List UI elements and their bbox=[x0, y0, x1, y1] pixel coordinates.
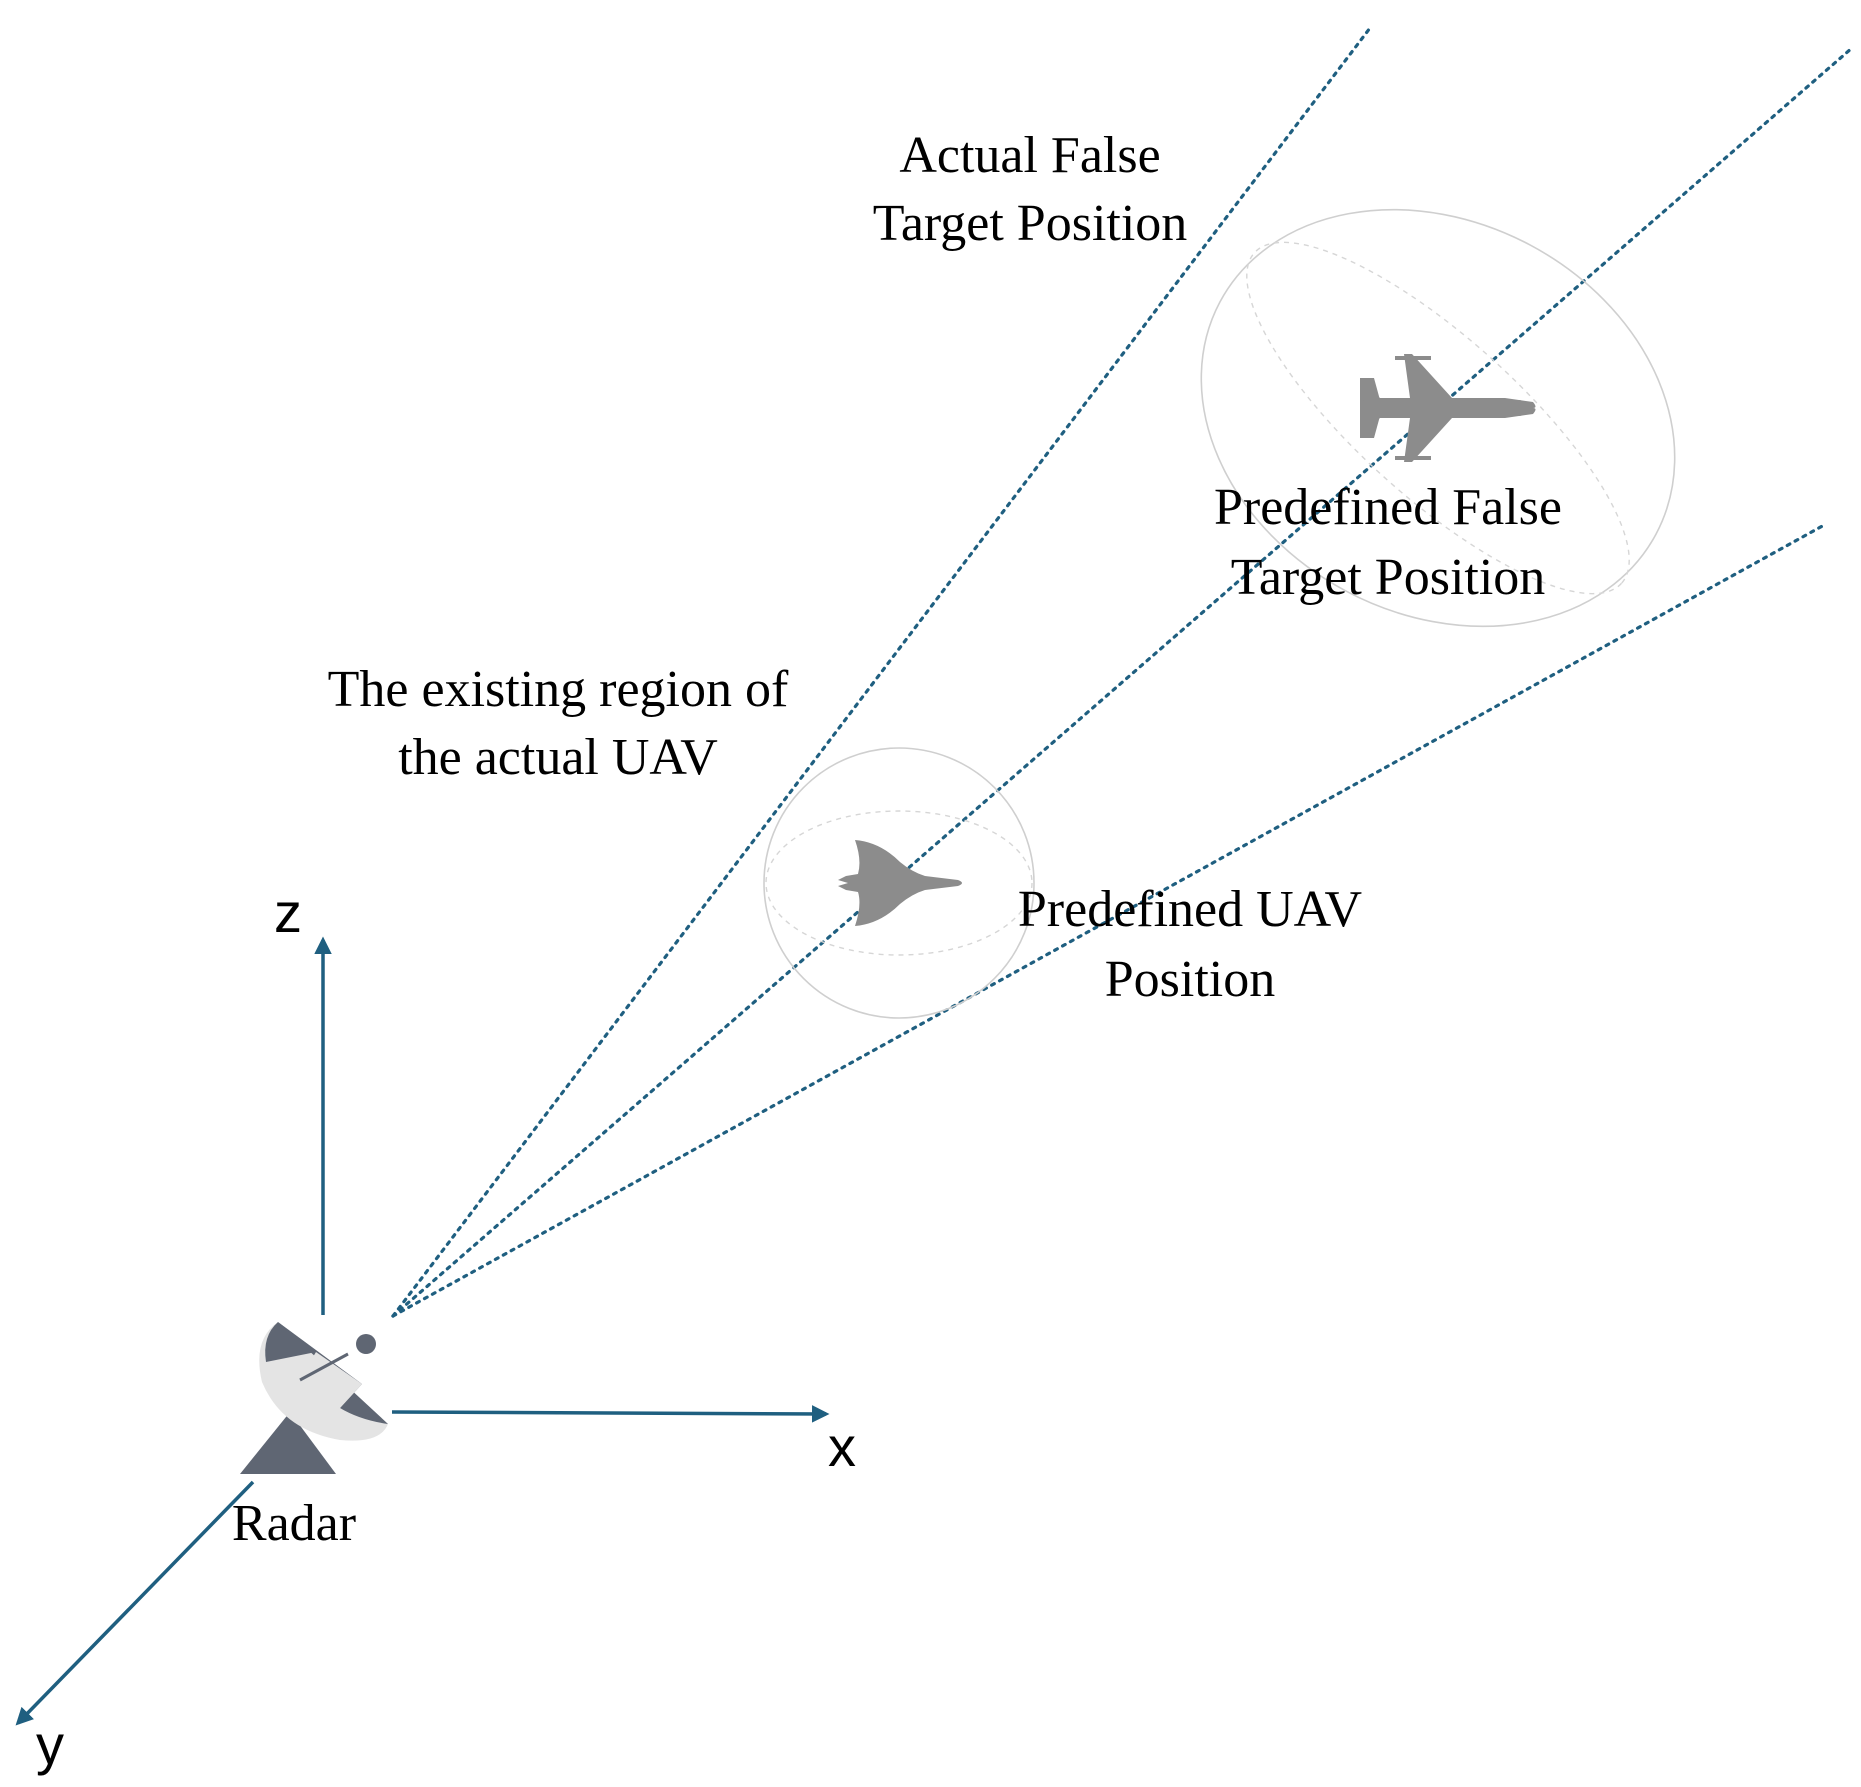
uav-region-outline bbox=[763, 747, 1035, 1019]
existing-region-label-line2: the actual UAV bbox=[398, 729, 718, 786]
predefined-false-target-label-line1: Predefined False bbox=[1214, 479, 1562, 536]
actual-false-target-label-line2: Target Position bbox=[873, 195, 1188, 252]
z-axis-label: z bbox=[274, 881, 302, 944]
y-axis-label: y bbox=[36, 1713, 64, 1776]
uav-icon bbox=[838, 840, 962, 926]
uav-region-equator bbox=[765, 810, 1033, 956]
false-target-region-outline bbox=[1200, 208, 1676, 628]
beam-to-predefined-positions bbox=[391, 46, 1854, 1318]
predefined-false-target-label-line2: Target Position bbox=[1231, 549, 1546, 606]
radar-dish-icon bbox=[240, 1322, 388, 1474]
predefined-uav-label-line1: Predefined UAV bbox=[1018, 881, 1362, 938]
predefined-uav-label-line2: Position bbox=[1105, 951, 1276, 1008]
beam-lower-boundary bbox=[391, 522, 1828, 1318]
false-target-region bbox=[1200, 208, 1676, 628]
radar-beams bbox=[391, 26, 1854, 1318]
existing-region-label-line1: The existing region of bbox=[328, 661, 789, 718]
coordinate-axes bbox=[15, 936, 830, 1726]
x-axis-label: x bbox=[828, 1415, 856, 1478]
fighter-jet-icon bbox=[1360, 354, 1536, 462]
uav-region bbox=[763, 747, 1035, 1019]
false-target-region-meridian bbox=[1246, 241, 1630, 595]
y-axis bbox=[15, 1480, 255, 1726]
radar-label: Radar bbox=[232, 1495, 356, 1552]
beam-to-actual-false-target bbox=[391, 26, 1372, 1318]
actual-false-target-label-line1: Actual False bbox=[899, 127, 1160, 184]
x-axis bbox=[391, 1405, 830, 1423]
